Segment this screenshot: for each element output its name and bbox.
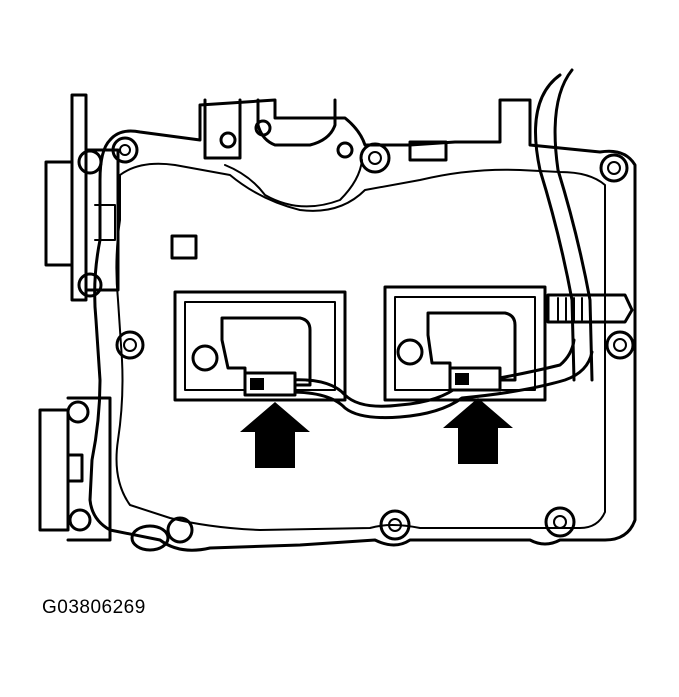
top-tab — [408, 140, 448, 162]
left-coil-recess — [173, 290, 347, 402]
wire-harness — [288, 338, 594, 420]
figure-id-caption: G03806269 — [42, 597, 146, 618]
right-connector — [448, 366, 502, 392]
hose — [534, 68, 634, 382]
cover-outline — [88, 98, 637, 552]
left-upper-flange — [44, 93, 120, 302]
right-coil-arrow-icon — [443, 398, 513, 464]
left-connector — [243, 371, 297, 397]
left-lower-flange — [38, 396, 112, 542]
bolt-bosses — [111, 119, 635, 552]
left-coil-arrow-icon — [240, 402, 310, 468]
right-coil-recess — [383, 285, 547, 402]
small-boss — [170, 234, 198, 260]
top-pipe — [203, 98, 363, 208]
